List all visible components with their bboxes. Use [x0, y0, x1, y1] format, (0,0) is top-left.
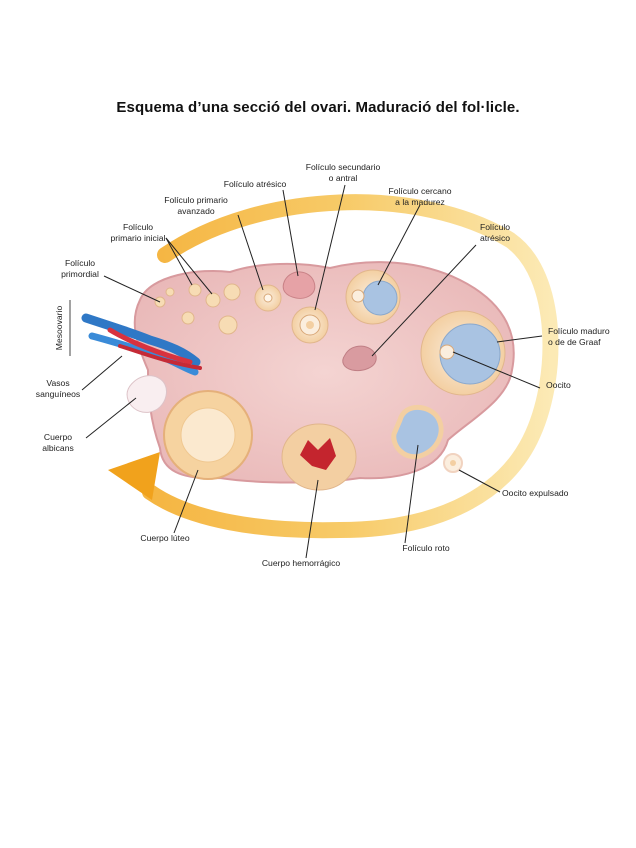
- label-foliculo-maduro: Folículo maduro o de de Graaf: [548, 326, 610, 347]
- svg-text:Oocito: Oocito: [546, 380, 571, 390]
- svg-text:a la madurez: a la madurez: [395, 197, 445, 207]
- svg-text:Mesoovario: Mesoovario: [54, 306, 64, 351]
- svg-text:Folículo roto: Folículo roto: [402, 543, 450, 553]
- arrow-head: [108, 452, 160, 500]
- svg-text:Folículo primario: Folículo primario: [164, 195, 228, 205]
- label-cuerpo-hemorragico: Cuerpo hemorrágico: [262, 558, 341, 568]
- label-cuerpo-albicans: Cuerpo albicans: [42, 432, 74, 453]
- primary-follicles: [255, 285, 281, 311]
- label-foliculo-cercano: Folículo cercano a la madurez: [388, 186, 451, 207]
- svg-text:Cuerpo hemorrágico: Cuerpo hemorrágico: [262, 558, 341, 568]
- label-ovocito-expulsado: Oocito expulsado: [502, 488, 569, 498]
- label-cuerpo-luteo: Cuerpo lúteo: [140, 533, 189, 543]
- label-foliculo-secundario: Folículo secundario o antral: [306, 162, 381, 183]
- label-foliculo-primario-inicial: Folículo primario inicial: [111, 222, 166, 243]
- svg-text:o de de Graaf: o de de Graaf: [548, 337, 601, 347]
- svg-text:Cuerpo: Cuerpo: [44, 432, 72, 442]
- svg-text:Folículo: Folículo: [123, 222, 153, 232]
- svg-text:primordial: primordial: [61, 269, 99, 279]
- label-foliculo-roto: Folículo roto: [402, 543, 450, 553]
- svg-text:Folículo secundario: Folículo secundario: [306, 162, 381, 172]
- svg-text:Folículo atrésico: Folículo atrésico: [224, 179, 287, 189]
- atretic-follicle-top: [283, 272, 315, 298]
- expelled-oocyte: [444, 454, 462, 472]
- svg-text:Vasos: Vasos: [46, 378, 69, 388]
- svg-text:Oocito expulsado: Oocito expulsado: [502, 488, 569, 498]
- secondary-follicle: [292, 307, 328, 343]
- label-ovocito: Oocito: [546, 380, 571, 390]
- label-foliculo-primordial: Folículo primordial: [61, 258, 99, 279]
- label-foliculo-primario-avanzado: Folículo primario avanzado: [164, 195, 228, 216]
- svg-text:Folículo: Folículo: [65, 258, 95, 268]
- corpus-hemorrhagicum: [282, 424, 356, 490]
- svg-text:Cuerpo lúteo: Cuerpo lúteo: [140, 533, 189, 543]
- svg-text:Folículo cercano: Folículo cercano: [388, 186, 451, 196]
- corpus-albicans: [127, 376, 166, 413]
- label-foliculo-atresico-right: Folículo atrésico: [480, 222, 510, 243]
- svg-text:Folículo: Folículo: [480, 222, 510, 232]
- label-vasos-sanguineos: Vasos sanguíneos: [36, 378, 80, 399]
- svg-text:sanguíneos: sanguíneos: [36, 389, 80, 399]
- svg-text:avanzado: avanzado: [177, 206, 214, 216]
- svg-text:Folículo maduro: Folículo maduro: [548, 326, 610, 336]
- label-foliculo-atresico-top: Folículo atrésico: [224, 179, 287, 189]
- svg-text:atrésico: atrésico: [480, 233, 510, 243]
- near-mature-follicle: [346, 270, 400, 324]
- graafian-follicle: [421, 311, 505, 395]
- label-mesoovario: Mesoovario: [54, 306, 64, 351]
- svg-text:o antral: o antral: [329, 173, 358, 183]
- svg-text:albicans: albicans: [42, 443, 74, 453]
- corpus-luteum: [164, 391, 252, 479]
- svg-text:primario inicial: primario inicial: [111, 233, 166, 243]
